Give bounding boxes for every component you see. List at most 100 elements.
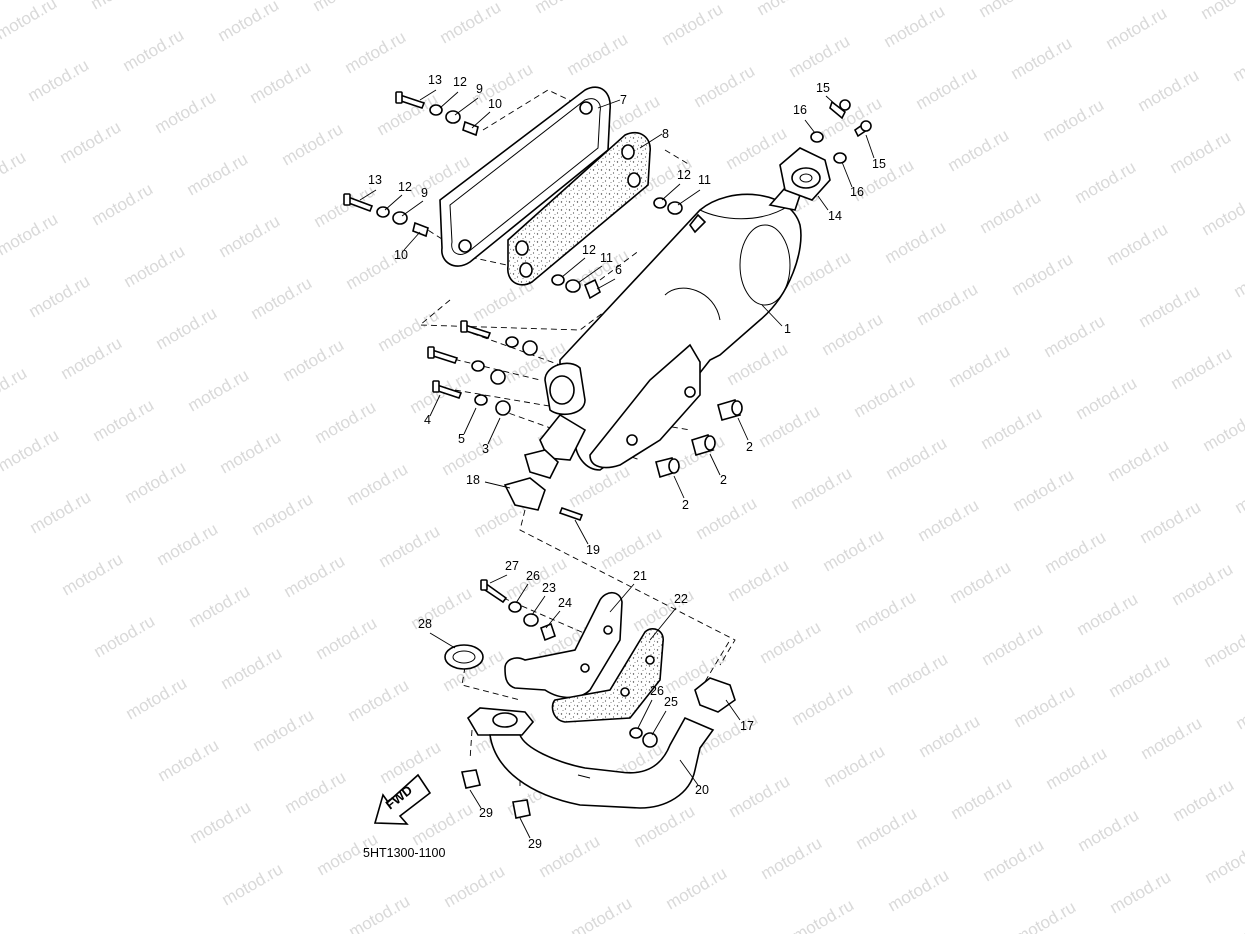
callout-16: 16 [850,185,864,199]
leader-line [841,161,853,188]
callout-20: 20 [695,783,709,797]
watermark-text: motod.ru [536,831,604,881]
callout-14: 14 [828,209,842,223]
leader-line [487,417,501,445]
watermark-text: motod.ru [1043,743,1111,793]
watermark-text: motod.ru [663,863,731,913]
watermark-text: motod.ru [1009,249,1077,299]
callout-15: 15 [872,157,886,171]
watermark-text: motod.ru [564,29,632,79]
watermark-text: motod.ru [1010,465,1078,515]
callout-25: 25 [664,695,678,709]
watermark-text: motod.ru [250,705,318,755]
hardware [343,91,872,819]
watermark-text: motod.ru [884,649,952,699]
watermark-text: motod.ru [437,0,505,47]
watermark-text: motod.ru [27,487,95,537]
leader-line [489,574,508,584]
watermark-text: motod.ru [1198,0,1245,23]
callout-13: 13 [428,73,442,87]
watermark-text: motod.ru [819,309,887,359]
leader-line [725,699,741,721]
watermark-text: motod.ru [1202,837,1245,887]
watermark-text: motod.ru [376,521,444,571]
watermark-text: motod.ru [820,525,888,575]
watermark-text: motod.ru [1012,897,1080,934]
watermark-text: motod.ru [756,401,824,451]
leader-line [561,257,586,278]
leader-line [651,710,667,736]
watermark-text: motod.ru [1234,899,1245,934]
exhaust-pipe [444,644,736,809]
watermark-text: motod.ru [121,241,189,291]
callout-27: 27 [505,559,519,573]
leader-line [639,133,663,149]
leader-line [817,195,829,211]
watermark-text: motod.ru [0,425,62,475]
watermark-text: motod.ru [631,801,699,851]
callout-4: 4 [424,413,431,427]
watermark-text: motod.ru [1073,373,1141,423]
watermark-text: motod.ru [977,187,1045,237]
watermark-text: motod.ru [693,493,761,543]
watermark-text: motod.ru [1232,467,1245,517]
watermark-text: motod.ru [978,403,1046,453]
watermark-text: motod.ru [913,63,981,113]
callout-22: 22 [674,592,688,606]
watermark-text: motod.ru [155,735,223,785]
callout-26: 26 [526,569,540,583]
watermark-text: motod.ru [281,551,349,601]
watermark-text: motod.ru [786,31,854,81]
watermark-text: motod.ru [980,835,1048,885]
watermark-text: motod.ru [91,611,159,661]
callout-11: 11 [698,173,711,187]
watermark-text: motod.ru [914,279,982,329]
watermark-text: motod.ru [821,741,889,791]
watermark-text: motod.ru [1104,219,1172,269]
watermark-text: motod.ru [1230,35,1245,85]
watermark-text: motod.ru [790,895,858,934]
leader-line [673,475,685,499]
watermark-text: motod.ru [90,395,158,445]
watermark-text: motod.ru [976,0,1044,21]
watermark-text: motod.ru [725,555,793,605]
watermark-text: motod.ru [1106,651,1174,701]
watermark-text: motod.ru [1168,343,1236,393]
leader-line [597,99,621,109]
watermark-text: motod.ru [1233,683,1245,733]
watermark-text: motod.ru [945,125,1013,175]
leader-line [469,789,482,809]
watermark-text: motod.ru [218,643,286,693]
watermark-text: motod.ru [249,489,317,539]
watermark-text: motod.ru [1200,405,1245,455]
watermark-text: motod.ru [186,581,254,631]
watermark-text: motod.ru [187,797,255,847]
watermark-text: motod.ru [441,861,509,911]
watermark-text: motod.ru [1136,281,1204,331]
callout-11: 11 [600,251,613,265]
watermark-text: motod.ru [248,273,316,323]
callout-10: 10 [488,97,502,111]
callout-9: 9 [421,186,428,200]
watermark-text: motod.ru [1169,559,1237,609]
leader-line [577,265,603,284]
leader-line [709,453,721,476]
leader-line [761,304,783,327]
watermark-text: motod.ru [346,891,414,934]
watermark-text: motod.ru [184,149,252,199]
callout-29: 29 [528,837,542,851]
callout-18: 18 [466,473,480,487]
leader-line [661,183,681,201]
callout-2: 2 [720,473,727,487]
leader-line [384,194,403,211]
leader-line [429,632,456,649]
watermark-text: motod.ru [215,0,283,45]
watermark-text: motod.ru [1011,681,1079,731]
leader-line [596,278,616,290]
watermark-text: motod.ru [377,737,445,787]
callout-10: 10 [394,248,408,262]
watermark-text: motod.ru [947,557,1015,607]
watermark-text: motod.ru [1167,127,1235,177]
watermark-text: motod.ru [409,799,477,849]
